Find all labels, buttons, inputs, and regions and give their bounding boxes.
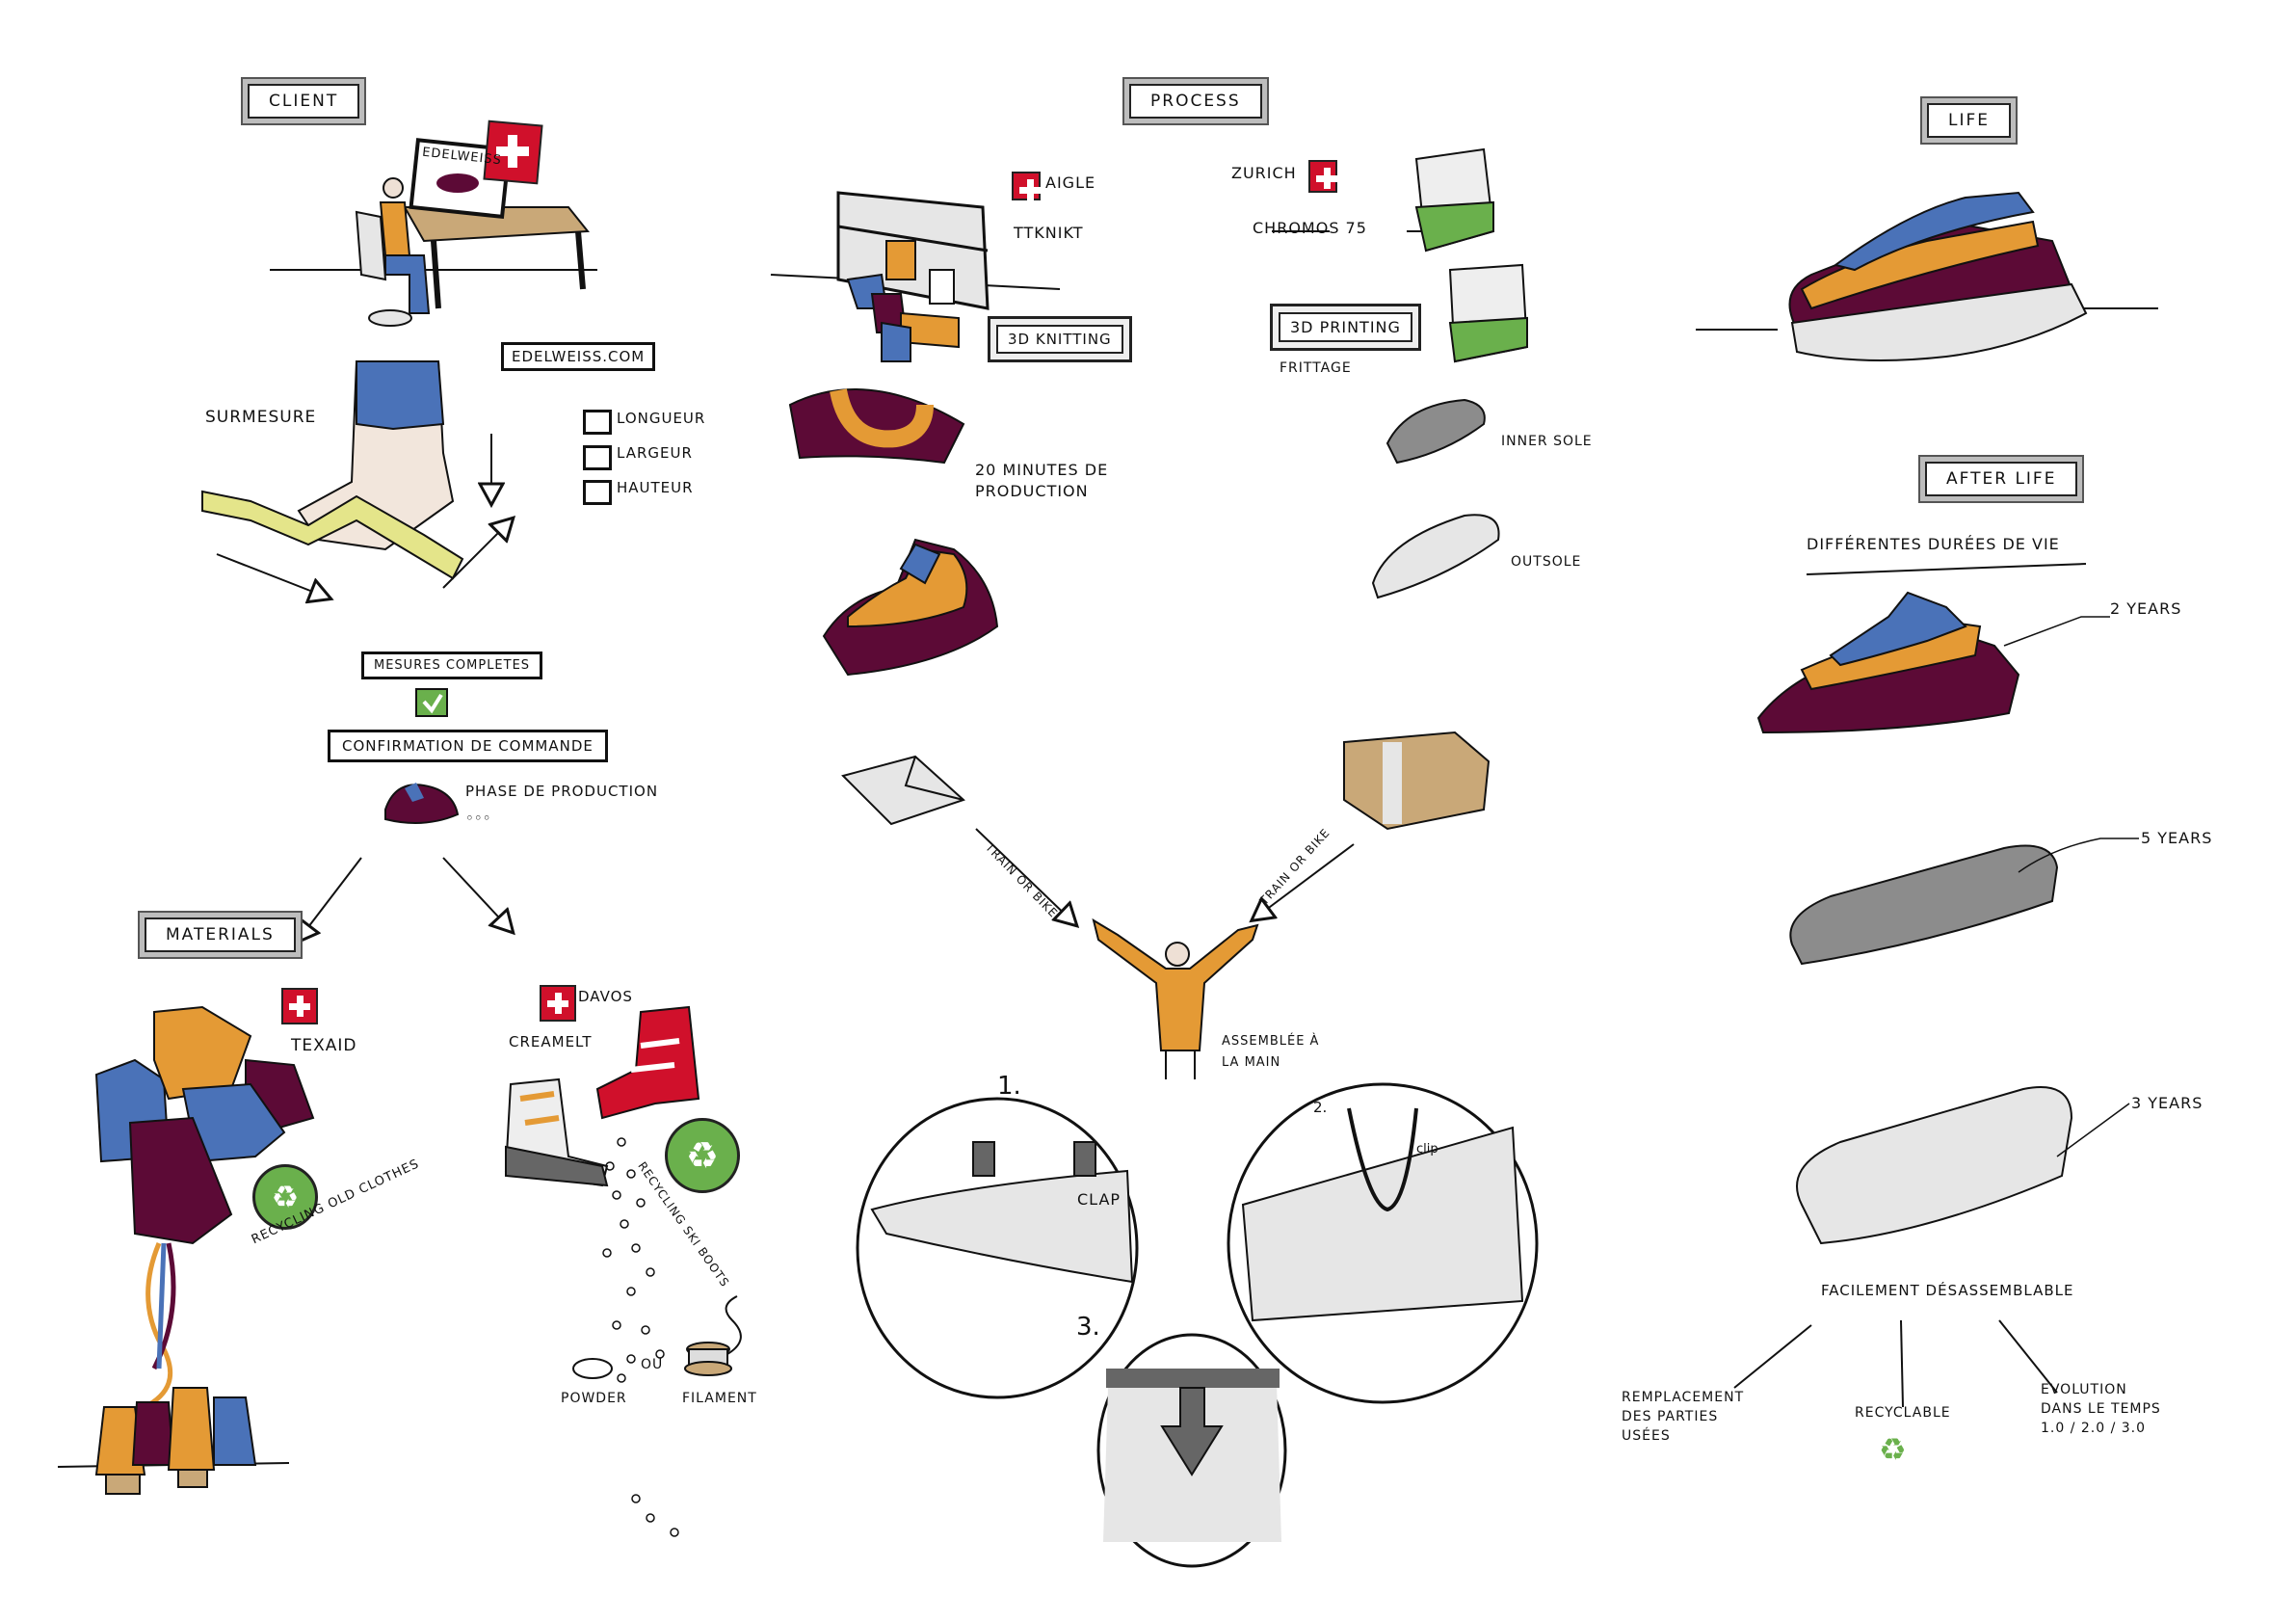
old-clothes-illustration: [94, 1005, 315, 1410]
order-confirmation-box: Confirmation de commande: [328, 730, 608, 762]
yarn-spools-illustration: [57, 1387, 290, 1495]
powder-label: Powder: [561, 1391, 627, 1406]
arrow-to-texaid: [299, 857, 362, 940]
assembly-label: Assemblée à la main: [1222, 1034, 1320, 1070]
chromos-label: Chromos 75: [1253, 219, 1367, 237]
swiss-flag-icon: [1012, 172, 1041, 200]
measures-complete-box: Mesures completes: [361, 651, 543, 679]
checkbox-largeur[interactable]: [583, 445, 612, 470]
section-tag-materials: Materials: [138, 911, 303, 959]
filament-spool-icon: [684, 1295, 742, 1376]
disassembly-tree-lines: [1733, 1319, 2058, 1408]
aigle-label: Aigle: [1045, 173, 1096, 192]
benefit-evolution: Evolution dans le temps 1.0 / 2.0 / 3.0: [2041, 1382, 2161, 1436]
inner-sole-label: Inner sole: [1501, 434, 1593, 449]
section-tag-life: Life: [1920, 96, 2019, 145]
knitted-upper-shoe: [822, 538, 999, 677]
step-1-number: 1.: [997, 1072, 1021, 1101]
loading-dots: ◦◦◦: [465, 810, 491, 827]
or-label: ou: [641, 1357, 664, 1372]
recycle-ski-boots-icon: ♻: [665, 1118, 740, 1193]
section-tag-client: Client: [241, 77, 367, 125]
clap-label: Clap: [1077, 1190, 1122, 1209]
sock: [356, 360, 445, 431]
ttknikt-label: TTKnikt: [1014, 224, 1084, 242]
3d-printers-illustration: [1272, 147, 1529, 363]
outsole-label: Outsole: [1511, 554, 1582, 570]
filament-label: Filament: [682, 1391, 757, 1406]
texaid-label: Texaid: [291, 1036, 357, 1055]
3d-knitting-tag: 3D Knitting: [988, 316, 1132, 362]
life-shoe-illustration: [1696, 191, 2158, 361]
label-hauteur: Hauteur: [617, 479, 694, 496]
knitting-machine-illustration: [770, 191, 1061, 362]
foot-measurement-illustration: [201, 360, 511, 598]
zurich-label: Zurich: [1231, 164, 1297, 182]
upper-2-years-illustration: [1756, 591, 2110, 734]
chair: [355, 210, 387, 281]
outsole-3-years-illustration: [1796, 1086, 2130, 1245]
website-label[interactable]: edelweiss.com: [501, 342, 656, 371]
lifespan-outsole-label: 3 Years: [2131, 1094, 2204, 1112]
frittage-label: Frittage: [1280, 360, 1352, 376]
clip-label: Clip: [1416, 1142, 1438, 1157]
envelope-icon: [841, 755, 965, 826]
outsole-illustration: [1371, 514, 1500, 599]
benefit-recyclable: Recyclable: [1855, 1405, 1951, 1421]
inner-sole-illustration: [1386, 398, 1486, 465]
powder-pile-icon: [572, 1358, 613, 1379]
production-time-label: 20 minutes de production: [975, 461, 1109, 500]
person-head: [383, 177, 404, 199]
package-box-icon: [1343, 731, 1491, 831]
swiss-flag-icon: [281, 988, 318, 1024]
heading-underline: [1806, 563, 2087, 575]
checkbox-hauteur[interactable]: [583, 480, 612, 505]
arrow-to-creamelt: [442, 857, 511, 930]
client-desk-scene: [270, 120, 597, 327]
arrow-envelope-to-assembly: [975, 828, 1074, 923]
swiss-flag-icon: [540, 985, 576, 1022]
label-longueur: Longueur: [617, 410, 706, 427]
label-largeur: Largeur: [617, 444, 693, 462]
lifespan-heading: Différentes durées de vie: [1807, 535, 2060, 553]
detail-3-slot: [1096, 1333, 1287, 1568]
disassembly-label: Facilement désassemblable: [1821, 1282, 2074, 1299]
detail-2-clip: [1227, 1082, 1539, 1404]
mini-shoe-icon: [384, 784, 460, 824]
lifespan-upper-label: 2 Years: [2110, 599, 2182, 618]
section-tag-after-life: After Life: [1918, 455, 2085, 503]
powder-particles: [602, 1137, 679, 1537]
assembler-person-illustration: [1092, 917, 1259, 1079]
step-2-number: 2.: [1313, 1099, 1328, 1116]
lifespan-inner-sole-label: 5 Years: [2141, 829, 2213, 847]
surmesure-label: Surmesure: [205, 408, 317, 427]
recycle-icon: ♻: [1879, 1431, 1907, 1468]
step-3-number: 3.: [1076, 1313, 1100, 1342]
detail-1-clap: [856, 1097, 1139, 1399]
checkbox-longueur[interactable]: [583, 410, 612, 435]
knitted-upper-flat: [788, 388, 965, 465]
recycle-clothes-icon: ♻: [252, 1164, 318, 1230]
davos-label: Davos: [578, 988, 633, 1005]
inner-sole-5-years-illustration: [1789, 838, 2139, 966]
3d-printing-tag: 3D Printing: [1270, 304, 1421, 351]
swiss-flag-icon: [1308, 160, 1337, 193]
section-tag-process: Process: [1122, 77, 1269, 125]
production-phase-label: Phase de production: [465, 783, 659, 800]
benefit-replacement: Remplacement des parties usées: [1622, 1390, 1745, 1444]
creamelt-label: Creamelt: [509, 1033, 593, 1050]
ski-boots-illustration: [504, 1005, 700, 1187]
shoe-on-screen-icon: [436, 173, 479, 193]
arrow-box-to-assembly: [1254, 843, 1355, 918]
